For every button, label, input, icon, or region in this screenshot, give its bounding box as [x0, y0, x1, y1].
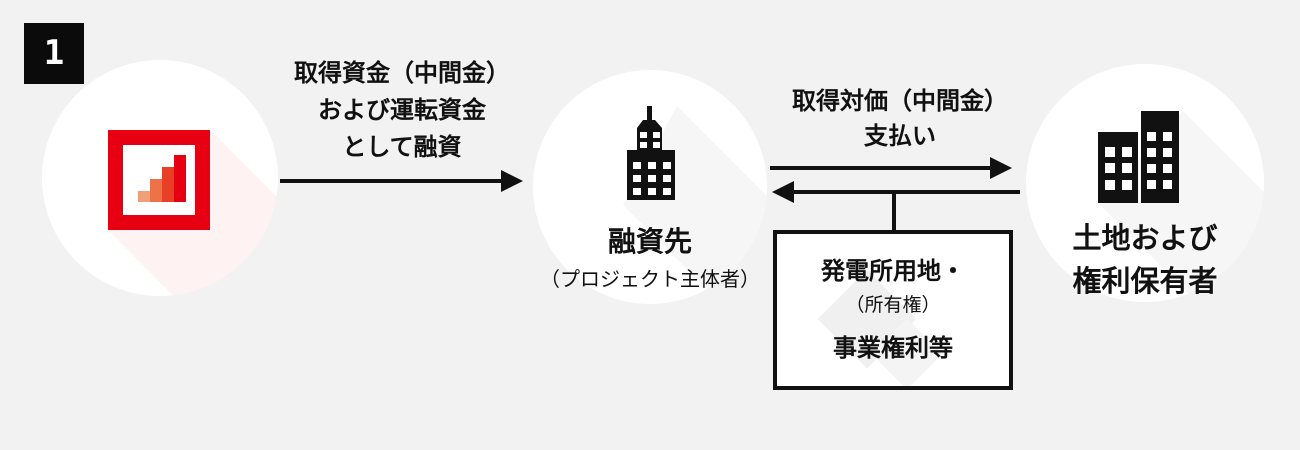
asset-box-line1: 発電所用地・: [821, 258, 965, 285]
payment-arrow-right-icon: [990, 157, 1012, 179]
transfer-arrow-shaft: [792, 190, 1020, 194]
bar-chart-icon: [138, 155, 186, 202]
rights-holder-label-line1: 土地および: [1072, 223, 1218, 255]
twin-buildings-icon: [1098, 111, 1179, 203]
payment-flow-line1: 取得対価（中間金）: [792, 88, 1008, 115]
loan-flow-label: 取得資金（中間金） および運転資金 として融資: [237, 55, 567, 166]
asset-box: 発電所用地・ （所有権） 事業権利等: [773, 230, 1013, 390]
loan-flow-line2: および運転資金: [318, 97, 486, 124]
borrower-label: 融資先: [607, 226, 692, 257]
loan-flow-line1: 取得資金（中間金）: [294, 60, 510, 87]
payment-arrow-shaft: [770, 166, 992, 170]
skyscraper-icon: [627, 106, 675, 200]
transfer-arrow-left-icon: [772, 181, 794, 203]
transfer-connector-line: [892, 190, 896, 232]
payment-flow-line2: 支払い: [864, 123, 936, 150]
bar-chart-logo: [108, 130, 210, 230]
loan-flow-line3: として融資: [342, 134, 462, 161]
rights-holder-label: 土地および 権利保有者: [1026, 218, 1264, 304]
borrower-sublabel: （プロジェクト主体者）: [540, 269, 760, 291]
rights-holder-label-line2: 権利保有者: [1072, 266, 1218, 298]
loan-arrow-right-icon: [501, 170, 523, 192]
step-number-badge: 1: [24, 23, 84, 84]
asset-box-line2: （所有権）: [845, 295, 941, 316]
payment-flow-label: 取得対価（中間金） 支払い: [764, 84, 1036, 154]
loan-arrow-shaft: [280, 179, 503, 183]
asset-box-line3: 事業権利等: [833, 335, 953, 362]
